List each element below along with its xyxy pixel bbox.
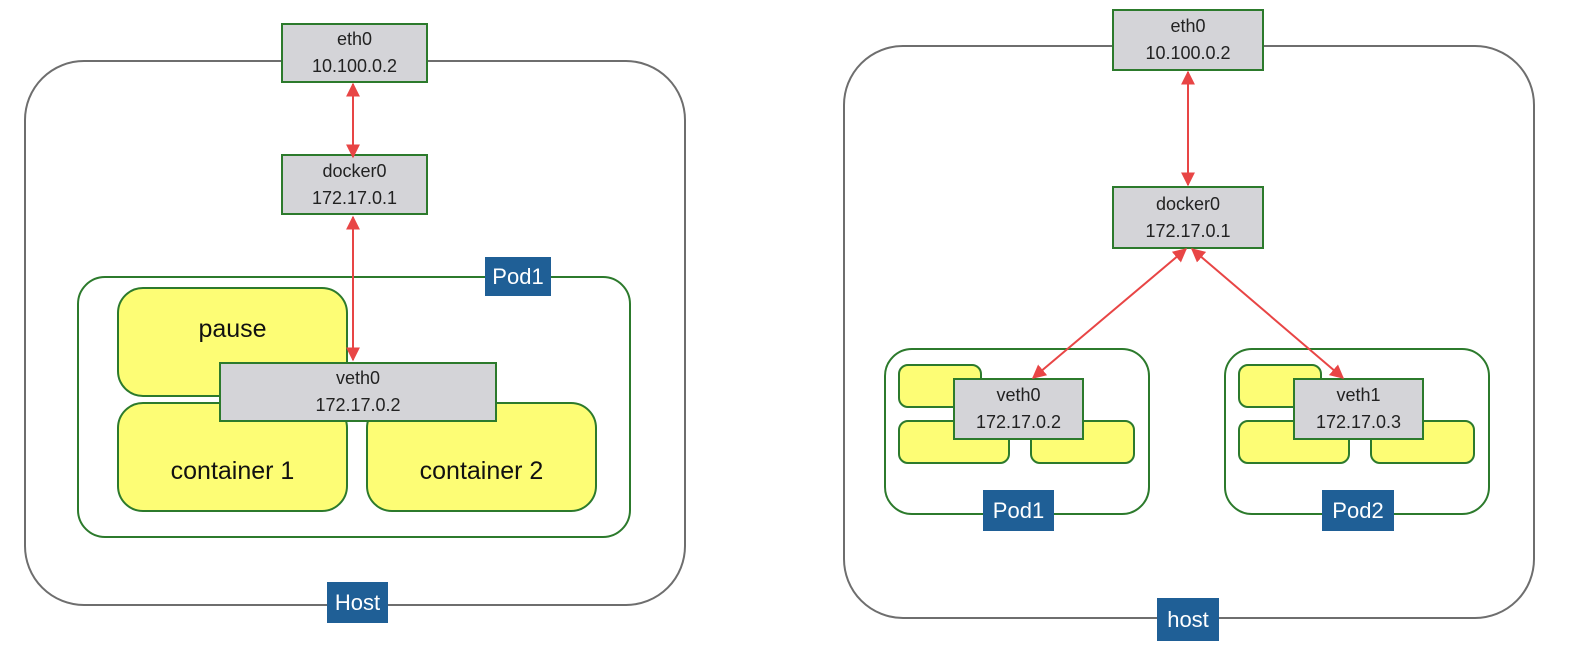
right-eth0-ip: 10.100.0.2 [1145, 43, 1231, 63]
arrow-right-docker0-veth0 [1031, 248, 1188, 379]
left-docker0-interface: docker0 172.17.0.1 [281, 154, 428, 215]
right-veth1-ip: 172.17.0.3 [1315, 412, 1402, 432]
right-docker0-ip: 172.17.0.1 [1145, 220, 1231, 241]
right-host-label: host [1157, 598, 1219, 641]
right-veth1-name: veth1 [1336, 385, 1381, 405]
arrow-right-docker0-veth1 [1190, 248, 1345, 379]
container-2-label: container 2 [419, 456, 544, 485]
right-pod2-label: Pod2 [1322, 490, 1394, 531]
pause-label: pause [198, 315, 267, 343]
right-eth0-name: eth0 [1170, 16, 1206, 36]
right-eth0-interface: eth0 10.100.0.2 [1112, 9, 1264, 71]
left-eth0-ip: 10.100.0.2 [311, 56, 398, 76]
left-eth0-interface: eth0 10.100.0.2 [281, 23, 428, 83]
left-pod1-label: Pod1 [485, 257, 551, 296]
right-pod1-label: Pod1 [983, 490, 1054, 531]
right-veth0-ip: 172.17.0.2 [975, 412, 1062, 432]
left-veth0-name: veth0 [335, 368, 381, 388]
left-eth0-name: eth0 [336, 29, 373, 49]
container-1-label: container 1 [170, 456, 295, 485]
right-docker0-name: docker0 [1155, 193, 1221, 214]
right-veth0-name: veth0 [996, 385, 1041, 405]
right-veth0-interface: veth0 172.17.0.2 [953, 378, 1084, 440]
right-veth1-interface: veth1 172.17.0.3 [1293, 378, 1424, 440]
right-docker0-interface: docker0 172.17.0.1 [1112, 186, 1264, 249]
left-docker0-ip: 172.17.0.1 [311, 187, 398, 208]
left-veth0-interface: veth0 172.17.0.2 [219, 362, 497, 422]
left-veth0-ip: 172.17.0.2 [315, 395, 401, 415]
left-host-label: Host [327, 582, 388, 623]
left-docker0-name: docker0 [322, 160, 387, 181]
